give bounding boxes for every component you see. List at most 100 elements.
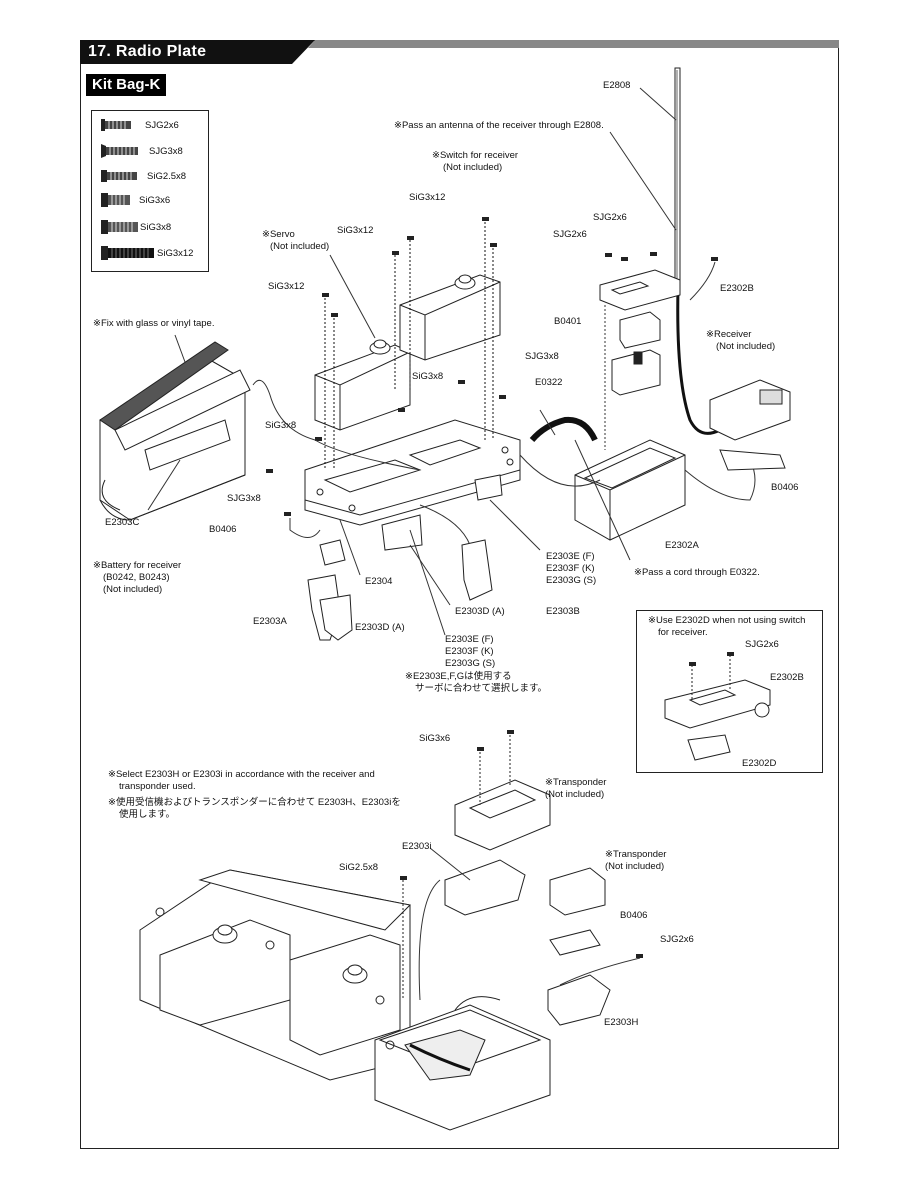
legend-label: SiG3x12 — [157, 247, 194, 259]
label-e2303f: E2303F (K) — [445, 646, 494, 657]
flat-head-screw-short-icon — [101, 119, 131, 131]
label-sig3x6: SiG3x6 — [419, 733, 451, 744]
inset-box — [636, 610, 823, 773]
label-e2808: E2808 — [603, 80, 631, 91]
legend-label: SiG3x6 — [139, 194, 171, 206]
label-sig2-5x8: SiG2.5x8 — [339, 862, 379, 873]
label-e2303b: E2303B — [546, 606, 580, 617]
note-battery-sub2: (Not included) — [103, 584, 163, 595]
label-e2303e: E2303E (F) — [546, 551, 595, 562]
label-e2303d: E2303D (A) — [355, 622, 405, 633]
note-pass-cord: ※Pass a cord through E0322. — [634, 567, 760, 578]
label-e2303g: E2303G (S) — [546, 575, 597, 586]
label-sig3x8: SiG3x8 — [265, 420, 297, 431]
note-select-jp-sub: 使用します。 — [119, 809, 176, 820]
receiver-box — [574, 439, 686, 541]
label-e2303g: E2303G (S) — [445, 658, 496, 669]
label-e2303h: E2303H — [604, 1017, 639, 1028]
button-head-screw-long-icon — [101, 246, 154, 260]
antenna-tube — [674, 67, 721, 435]
servo-2 — [399, 274, 501, 361]
battery-pack — [99, 341, 251, 521]
radio-plate — [304, 419, 521, 526]
screws-servo — [324, 222, 494, 470]
legend-row: SiG3x12 — [92, 245, 193, 261]
label-b0406: B0406 — [209, 524, 237, 535]
label-e2303i: E2303i — [402, 841, 432, 852]
note-servo: ※Servo — [262, 229, 295, 240]
legend-label: SJG2x6 — [145, 119, 179, 131]
servo-1 — [314, 339, 411, 431]
section-title: 17. Radio Plate — [88, 43, 207, 60]
label-e0322: E0322 — [535, 377, 563, 388]
label-e2304: E2304 — [365, 576, 393, 587]
screw-legend: SJG2x6 SJG3x8 SiG2.5x8 SiG3x6 SiG3x8 — [91, 110, 209, 272]
note-battery-sub: (B0242, B0243) — [103, 572, 170, 583]
note-select-sub: transponder used. — [119, 781, 196, 792]
label-sig3x12: SiG3x12 — [337, 225, 374, 236]
note-fix-tape: ※Fix with glass or vinyl tape. — [93, 318, 215, 329]
legend-row: SJG2x6 — [92, 119, 179, 131]
note-transponder-2-sub: (Not included) — [605, 861, 665, 872]
label-b0406: B0406 — [771, 482, 799, 493]
receiver — [709, 379, 791, 441]
button-head-screw-icon — [101, 220, 138, 234]
note-switch: ※Switch for receiver — [432, 150, 519, 161]
legend-row: SiG3x6 — [92, 192, 170, 208]
button-head-screw-icon — [101, 170, 137, 182]
header-bar — [80, 40, 839, 64]
label-sjg2x6: SJG2x6 — [593, 212, 627, 223]
label-inset-e2302b: E2302B — [770, 672, 804, 683]
legend-label: SiG3x8 — [140, 221, 172, 233]
note-e2303efg-jp-sub: サーボに合わせて選択します。 — [415, 683, 548, 694]
label-b0406: B0406 — [620, 910, 648, 921]
note-use-e2302d-sub: for receiver. — [658, 627, 708, 638]
label-e2303f: E2303F (K) — [546, 563, 595, 574]
flat-head-screw-icon — [101, 144, 138, 158]
legend-row: SiG3x8 — [92, 219, 171, 235]
label-e2302b: E2302B — [720, 283, 754, 294]
note-select: ※Select E2303H or E2303i in accordance w… — [108, 769, 375, 780]
note-battery: ※Battery for receiver — [93, 560, 182, 571]
button-head-screw-short-icon — [101, 193, 130, 207]
label-e2303a: E2303A — [253, 616, 287, 627]
label-e2303d: E2303D (A) — [455, 606, 505, 617]
label-sjg3x8: SJG3x8 — [227, 493, 261, 504]
label-sjg2x6: SJG2x6 — [553, 229, 587, 240]
legend-row: SiG2.5x8 — [92, 168, 186, 184]
label-sig3x12: SiG3x12 — [268, 281, 305, 292]
label-sjg3x8: SJG3x8 — [525, 351, 559, 362]
label-sig3x8: SiG3x8 — [412, 371, 444, 382]
label-e2302a: E2302A — [665, 540, 699, 551]
legend-label: SJG3x8 — [149, 145, 183, 157]
note-receiver-sub: (Not included) — [716, 341, 776, 352]
label-sjg2x6: SJG2x6 — [660, 934, 694, 945]
note-transponder-1-sub: (Not included) — [545, 789, 605, 800]
note-e2303efg-jp: ※E2303E,F,Gは使用する — [405, 671, 512, 682]
note-servo-sub: (Not included) — [270, 241, 330, 252]
label-inset-sjg2x6: SJG2x6 — [745, 639, 779, 650]
label-inset-e2302d: E2302D — [742, 758, 777, 769]
switch-holder — [599, 269, 681, 311]
inset-parts — [664, 652, 771, 761]
section-header: 17. Radio Plate — [80, 40, 839, 64]
note-switch-sub: (Not included) — [443, 162, 503, 173]
note-transponder-2: ※Transponder — [605, 849, 667, 860]
legend-label: SiG2.5x8 — [147, 170, 187, 182]
transponder-holder-upper — [454, 779, 551, 851]
label-e2303c: E2303C — [105, 517, 140, 528]
label-b0401: B0401 — [554, 316, 582, 327]
assembled-view — [139, 869, 551, 1131]
note-antenna: ※Pass an antenna of the receiver through… — [394, 120, 604, 131]
note-select-jp: ※使用受信機およびトランスポンダーに合わせて E2303H、E2303iを — [108, 797, 401, 808]
mount-posts — [307, 474, 503, 641]
note-transponder-1: ※Transponder — [545, 777, 607, 788]
label-sig3x12: SiG3x12 — [409, 192, 446, 203]
legend-row: SJG3x8 — [92, 144, 183, 158]
label-e2303e: E2303E (F) — [445, 634, 494, 645]
receiver-switch — [611, 311, 661, 396]
kit-bag-label: Kit Bag-K — [86, 74, 167, 96]
note-receiver: ※Receiver — [706, 329, 752, 340]
note-use-e2302d: ※Use E2302D when not using switch — [648, 615, 806, 626]
